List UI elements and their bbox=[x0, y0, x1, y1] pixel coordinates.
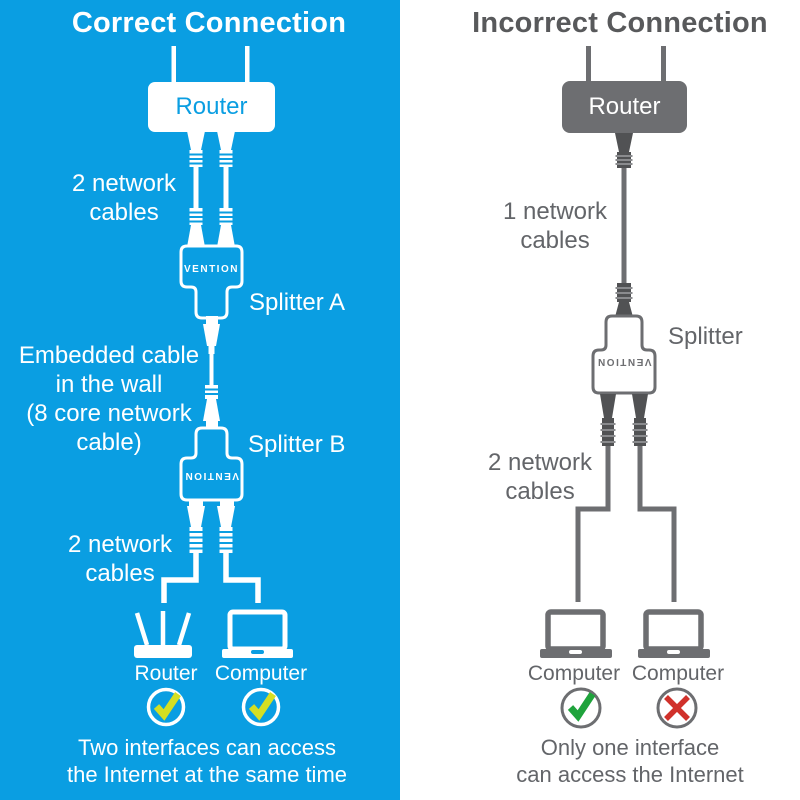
embedded-cable-icon bbox=[203, 324, 220, 429]
output-cable-left-icon bbox=[161, 506, 205, 603]
splitter-icon bbox=[591, 314, 657, 395]
rj45-cable-right-icon bbox=[217, 131, 235, 247]
laptop-icon bbox=[540, 609, 612, 658]
splitter-b-brand: VENTION bbox=[184, 470, 239, 481]
device-label-computer: Computer bbox=[527, 662, 621, 685]
router-box-icon bbox=[148, 82, 275, 132]
check-icon bbox=[241, 687, 281, 727]
output-cable-right-icon bbox=[217, 506, 261, 603]
router-box-label: Router bbox=[175, 93, 248, 120]
wifi-router-icon bbox=[134, 611, 192, 658]
correct-panel-title: Correct Connection bbox=[71, 7, 347, 39]
incorrect-panel-title: Incorrect Connection bbox=[472, 7, 768, 39]
incorrect-connection-panel: Incorrect Connection Router 1 network ca… bbox=[400, 0, 800, 800]
router-antennas-icon bbox=[586, 46, 666, 82]
laptop-icon bbox=[638, 609, 710, 658]
rj45-cable-left-icon bbox=[187, 131, 205, 247]
cables-top-label: 2 network cables bbox=[71, 170, 177, 226]
rj45-cable-single-icon bbox=[615, 133, 633, 317]
router-box-label: Router bbox=[588, 93, 661, 120]
router-box-icon bbox=[562, 81, 687, 133]
splitter-a-brand: VENTION bbox=[184, 264, 239, 275]
cables-bottom-label: 2 network cables bbox=[67, 531, 173, 587]
splitter-brand: VENTION bbox=[596, 356, 652, 367]
device-label-computer: Computer bbox=[214, 662, 308, 685]
incorrect-diagram-graphics bbox=[540, 46, 710, 729]
incorrect-result-caption: Only one interface can access the Intern… bbox=[516, 735, 744, 787]
output-cable-left-icon bbox=[575, 394, 616, 602]
splitter-a-icon bbox=[179, 244, 244, 324]
check-icon bbox=[560, 687, 602, 729]
cross-icon bbox=[656, 687, 698, 729]
correct-result-caption: Two interfaces can access the Internet a… bbox=[66, 735, 348, 787]
device-label-router: Router bbox=[134, 662, 198, 685]
splitter-b-icon bbox=[179, 426, 244, 506]
correct-diagram-graphics bbox=[134, 46, 293, 727]
splitter-label: Splitter bbox=[668, 323, 743, 350]
splitter-b-label: Splitter B bbox=[248, 431, 346, 458]
device-label-computer: Computer bbox=[631, 662, 725, 685]
check-icon bbox=[146, 687, 186, 727]
correct-connection-panel: Correct Connection Router 2 network cabl… bbox=[0, 0, 400, 800]
cable-top-label: 1 network cables bbox=[502, 198, 608, 254]
router-antennas-icon bbox=[171, 46, 250, 83]
output-cable-right-icon bbox=[632, 394, 677, 602]
cables-bottom-label: 2 network cables bbox=[487, 449, 593, 505]
laptop-icon bbox=[222, 609, 293, 658]
splitter-a-label: Splitter A bbox=[249, 289, 346, 316]
embedded-cable-label: Embedded cable in the wall (8 core netwo… bbox=[18, 342, 200, 456]
